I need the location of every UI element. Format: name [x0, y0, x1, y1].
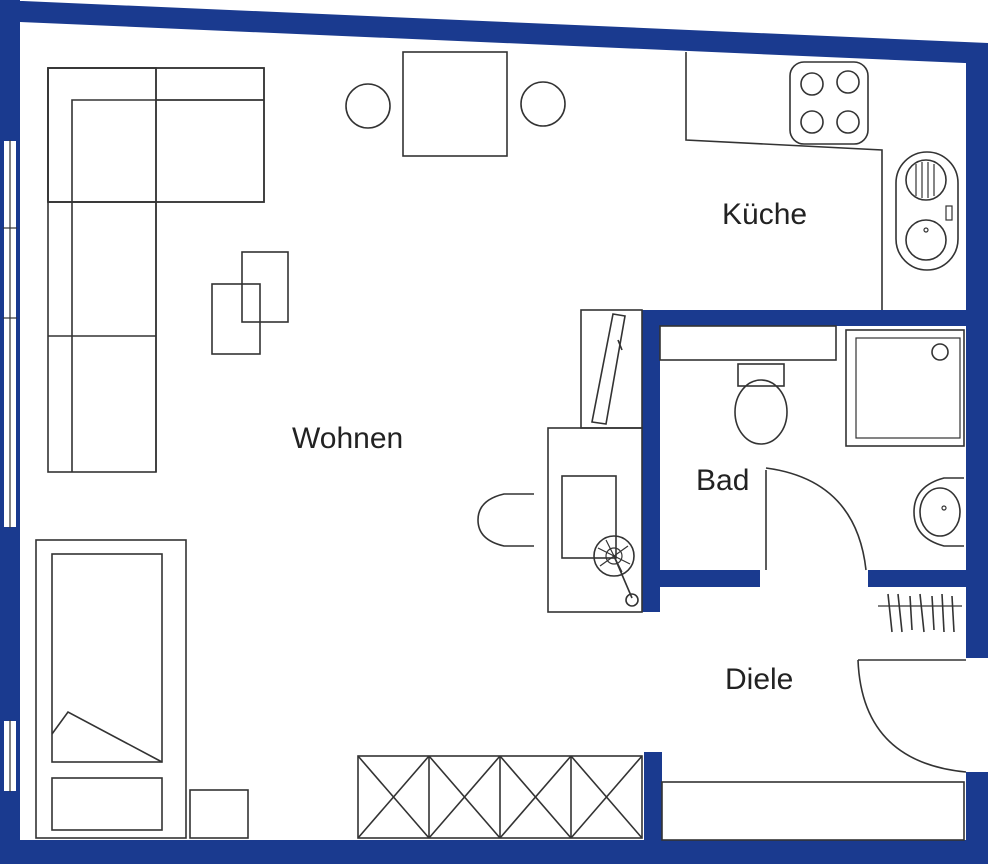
room-label-wohnen: Wohnen [292, 422, 403, 455]
tv-unit [580, 309, 643, 429]
bathroom-door[interactable] [765, 467, 867, 571]
diele-wall-stub [644, 752, 662, 844]
nightstand [189, 789, 249, 839]
sofa [47, 67, 265, 473]
top-wall [0, 0, 988, 64]
bath-wall-bottom-left [642, 570, 760, 587]
bed [35, 539, 187, 839]
left-windows [2, 139, 18, 793]
entrance-door[interactable] [857, 659, 967, 773]
kitchen-counter [685, 52, 883, 310]
right-wall-lower [966, 772, 988, 864]
bath-wall-left [642, 310, 660, 612]
bath-shelf [659, 325, 837, 361]
right-wall-upper [966, 43, 988, 658]
stove [789, 61, 869, 145]
room-label-kueche: Küche [722, 198, 807, 231]
bath-sink [913, 477, 964, 547]
bottom-wall [0, 840, 988, 864]
coffee-tables [211, 251, 289, 355]
coat-rack [878, 593, 962, 633]
diele-cabinet [661, 781, 965, 841]
room-label-diele: Diele [725, 663, 793, 696]
toilet [734, 363, 788, 445]
dining-table [345, 51, 566, 157]
kitchen-sink [895, 151, 959, 271]
wardrobe [357, 755, 643, 839]
desk [547, 427, 643, 613]
bath-wall-top [642, 310, 970, 326]
shower [845, 329, 965, 447]
desk-chair [477, 493, 534, 547]
bathroom-walls [642, 310, 970, 844]
room-label-bad: Bad [696, 464, 749, 497]
bath-wall-bottom-right [868, 570, 968, 587]
